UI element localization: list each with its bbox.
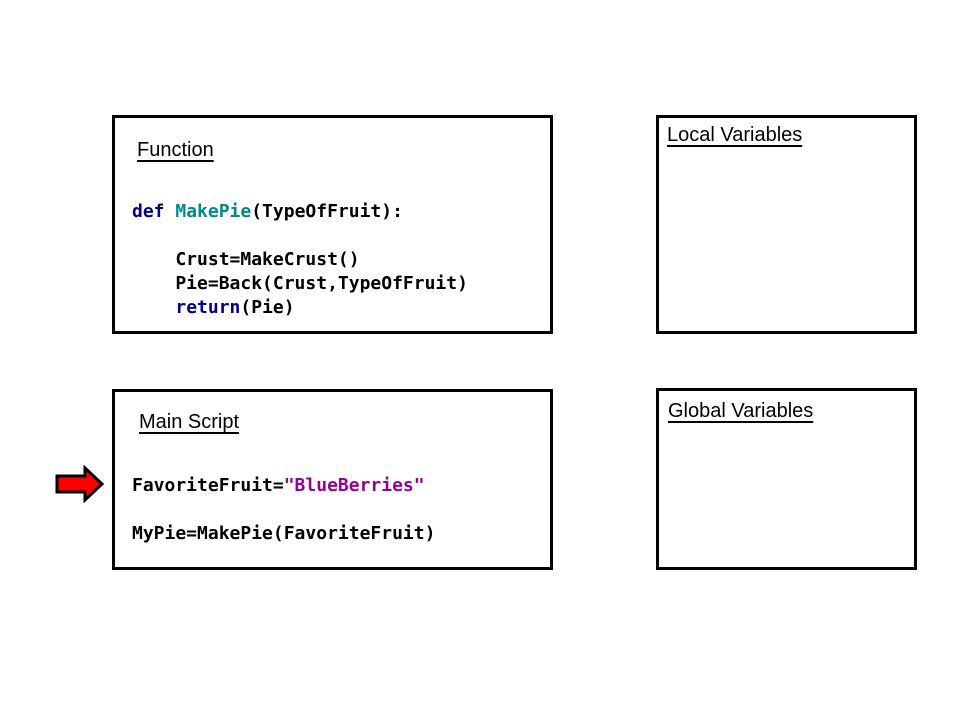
code-line: FavoriteFruit="BlueBerries": [132, 475, 425, 496]
code-line: def MakePie(TypeOfFruit):: [132, 201, 403, 222]
function-box-title: Function: [137, 139, 214, 161]
code-line: [132, 224, 468, 248]
global-variables-box-title: Global Variables: [668, 400, 814, 422]
main-script-code: FavoriteFruit="BlueBerries" MyPie=MakePi…: [132, 474, 435, 546]
global-variables-box: Global Variables: [656, 388, 917, 570]
main-script-box-title: Main Script: [139, 411, 240, 433]
right-arrow-icon: [55, 465, 105, 503]
code-line: [132, 498, 435, 522]
function-box: Function def MakePie(TypeOfFruit): Crust…: [112, 115, 553, 334]
code-line: MyPie=MakePie(FavoriteFruit): [132, 523, 436, 544]
code-line: Crust=MakeCrust(): [132, 249, 360, 270]
local-variables-box-title: Local Variables: [667, 124, 803, 146]
main-script-box: Main Script FavoriteFruit="BlueBerries" …: [112, 389, 553, 570]
function-code: def MakePie(TypeOfFruit): Crust=MakeCrus…: [132, 200, 468, 320]
local-variables-box: Local Variables: [656, 115, 917, 334]
code-line: Pie=Back(Crust,TypeOfFruit): [132, 273, 468, 294]
code-line: return(Pie): [175, 297, 295, 318]
